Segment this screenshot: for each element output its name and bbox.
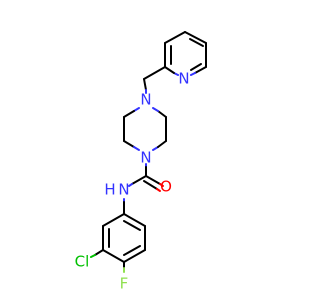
molecule-canvas: N N N O N H Cl F xyxy=(74,31,207,293)
chlorine-label: Cl xyxy=(75,253,90,271)
piperazine-nitrogen-bottom-label: N xyxy=(140,149,151,167)
piperazine-nitrogen-top-label: N xyxy=(140,91,151,109)
carbonyl-oxygen-label: O xyxy=(160,178,172,196)
benzene-ring xyxy=(102,213,146,263)
pyridine-ring xyxy=(164,31,207,76)
fluorine-label: F xyxy=(120,275,129,293)
amide-nitrogen-label: N xyxy=(118,181,129,199)
pyridine-nitrogen-label: N xyxy=(178,70,189,88)
methylene-linker xyxy=(143,66,166,94)
piperazine-ring xyxy=(123,107,167,151)
structure-svg: N N N O N H Cl F xyxy=(75,31,207,293)
amide-hydrogen-label: H xyxy=(104,181,115,199)
carboxamide-group xyxy=(128,163,164,192)
chloro-substituent xyxy=(90,249,104,258)
